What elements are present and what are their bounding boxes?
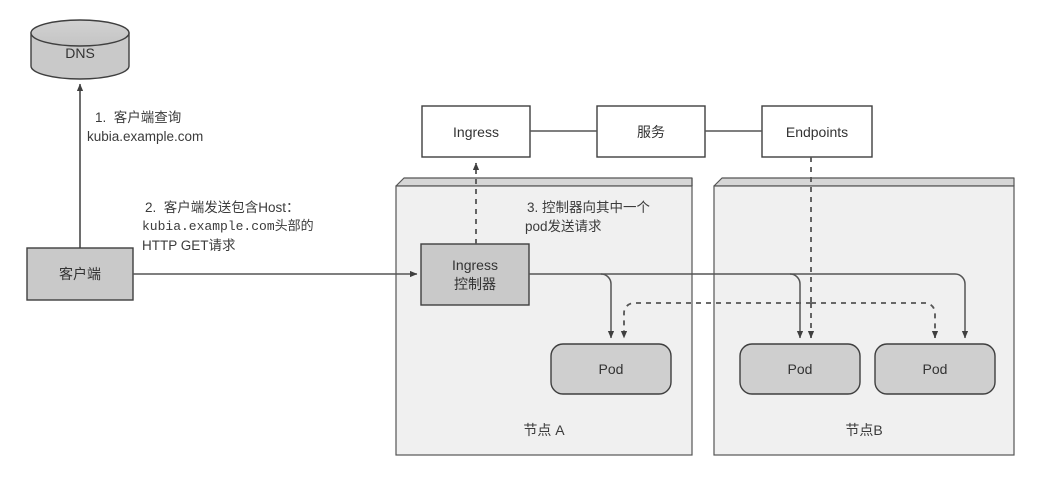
service-box bbox=[596, 105, 706, 158]
ingress-controller-label-line1: Ingress bbox=[452, 256, 498, 273]
edge-endpoints-pod-a1 bbox=[620, 302, 811, 339]
dns-label: DNS bbox=[65, 45, 95, 61]
annotation-step-2: 2. 客户端发送包含Host： kubia.example.com头部的 HTT… bbox=[142, 198, 317, 255]
annotation-step-3-line1: 3. 控制器向其中一个 bbox=[527, 200, 651, 215]
ingress-controller-label-line2: 控制器 bbox=[454, 275, 496, 292]
service-label: 服务 bbox=[637, 123, 665, 140]
pod-a1-box bbox=[550, 343, 672, 395]
edge-controller-pod-a1 bbox=[600, 273, 615, 339]
annotation-step-3: 3. 控制器向其中一个 pod发送请求 bbox=[525, 198, 651, 236]
edge-controller-pod-b1 bbox=[789, 273, 804, 339]
node-b-label: 节点B bbox=[845, 422, 883, 438]
endpoints-label: Endpoints bbox=[785, 123, 849, 140]
annotation-step-3-line2: pod发送请求 bbox=[525, 219, 602, 234]
node-b-container bbox=[713, 177, 1015, 456]
pod-a1-label: Pod bbox=[598, 361, 624, 377]
pod-b2-label: Pod bbox=[922, 361, 948, 377]
annotation-step-2-line1: 2. 客户端发送包含Host： bbox=[145, 200, 300, 215]
dns-cylinder bbox=[30, 19, 130, 80]
endpoints-box bbox=[761, 105, 873, 158]
node-a-label: 节点 A bbox=[523, 422, 565, 438]
annotation-step-1: 1. 客户端查询 kubia.example.com bbox=[87, 108, 211, 146]
pod-b1-box bbox=[739, 343, 861, 395]
edge-controller-pod-b2 bbox=[954, 273, 969, 339]
ingress-controller-label: Ingress 控制器 bbox=[421, 244, 529, 305]
annotation-step-1-line2: kubia.example.com bbox=[87, 129, 204, 144]
ingress-label: Ingress bbox=[453, 123, 499, 140]
node-a-container bbox=[395, 177, 693, 456]
annotation-step-2-line3: HTTP GET请求 bbox=[142, 238, 236, 253]
annotation-step-1-line1: 1. 客户端查询 bbox=[95, 110, 182, 125]
edge-endpoints-pod-b2 bbox=[811, 302, 939, 339]
pod-b2-box bbox=[874, 343, 996, 395]
pod-b1-label: Pod bbox=[787, 361, 813, 377]
annotation-step-2-line2: kubia.example.com头部的 bbox=[142, 219, 314, 234]
ingress-box bbox=[421, 105, 531, 158]
client-label: 客户端 bbox=[59, 266, 101, 282]
ingress-controller-box bbox=[420, 243, 530, 306]
